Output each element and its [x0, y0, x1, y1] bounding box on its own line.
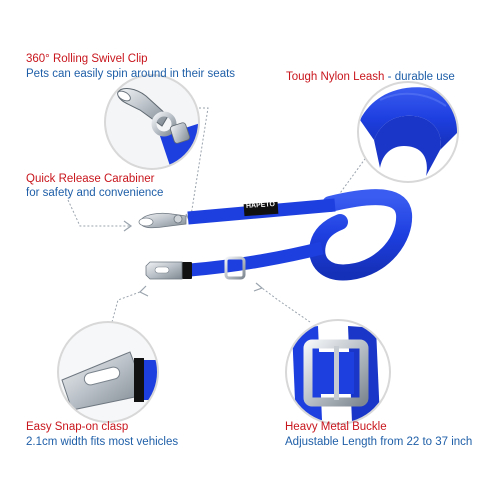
arrow-snap	[138, 285, 149, 297]
leash-lower-strap	[189, 241, 324, 277]
nylon-caption: Tough Nylon Leash - durable use	[286, 70, 455, 84]
arrow-buckle	[253, 282, 264, 292]
leash-loop	[309, 189, 413, 281]
buckle-subtitle: Adjustable Length from 22 to 37 inch	[285, 436, 473, 448]
swivel-title: 360° Rolling Swivel Clip	[26, 53, 148, 65]
leash-adjust-buckle	[224, 256, 246, 280]
snap-title: Easy Snap-on clasp	[26, 421, 129, 433]
buckle-title: Heavy Metal Buckle	[285, 421, 387, 433]
detail-circle-nylon	[357, 81, 459, 183]
leader-buckle	[261, 287, 311, 323]
swivel-subtitle: Pets can easily spin around in their sea…	[26, 68, 236, 80]
leader-swivel	[189, 107, 209, 223]
detail-circle-swivel	[104, 74, 200, 170]
carabiner	[138, 212, 187, 229]
detail-circle-snap	[57, 321, 159, 423]
detail-circle-buckle	[285, 319, 391, 425]
leash-cuff	[182, 262, 192, 279]
carabiner-title: Quick Release Carabiner	[26, 173, 155, 185]
carabiner-subtitle: for safety and convenience	[26, 187, 164, 199]
nylon-subtitle: durable use	[394, 71, 455, 83]
leader-carabiner	[67, 199, 130, 227]
snap-subtitle: 2.1cm width fits most vehicles	[26, 436, 179, 448]
leash-product	[138, 189, 413, 281]
arrow-carabiner	[123, 220, 133, 232]
nylon-separator: -	[384, 71, 395, 83]
leader-snap	[111, 291, 141, 323]
brand-tag	[243, 201, 279, 217]
nylon-title: Tough Nylon Leash	[286, 71, 385, 83]
